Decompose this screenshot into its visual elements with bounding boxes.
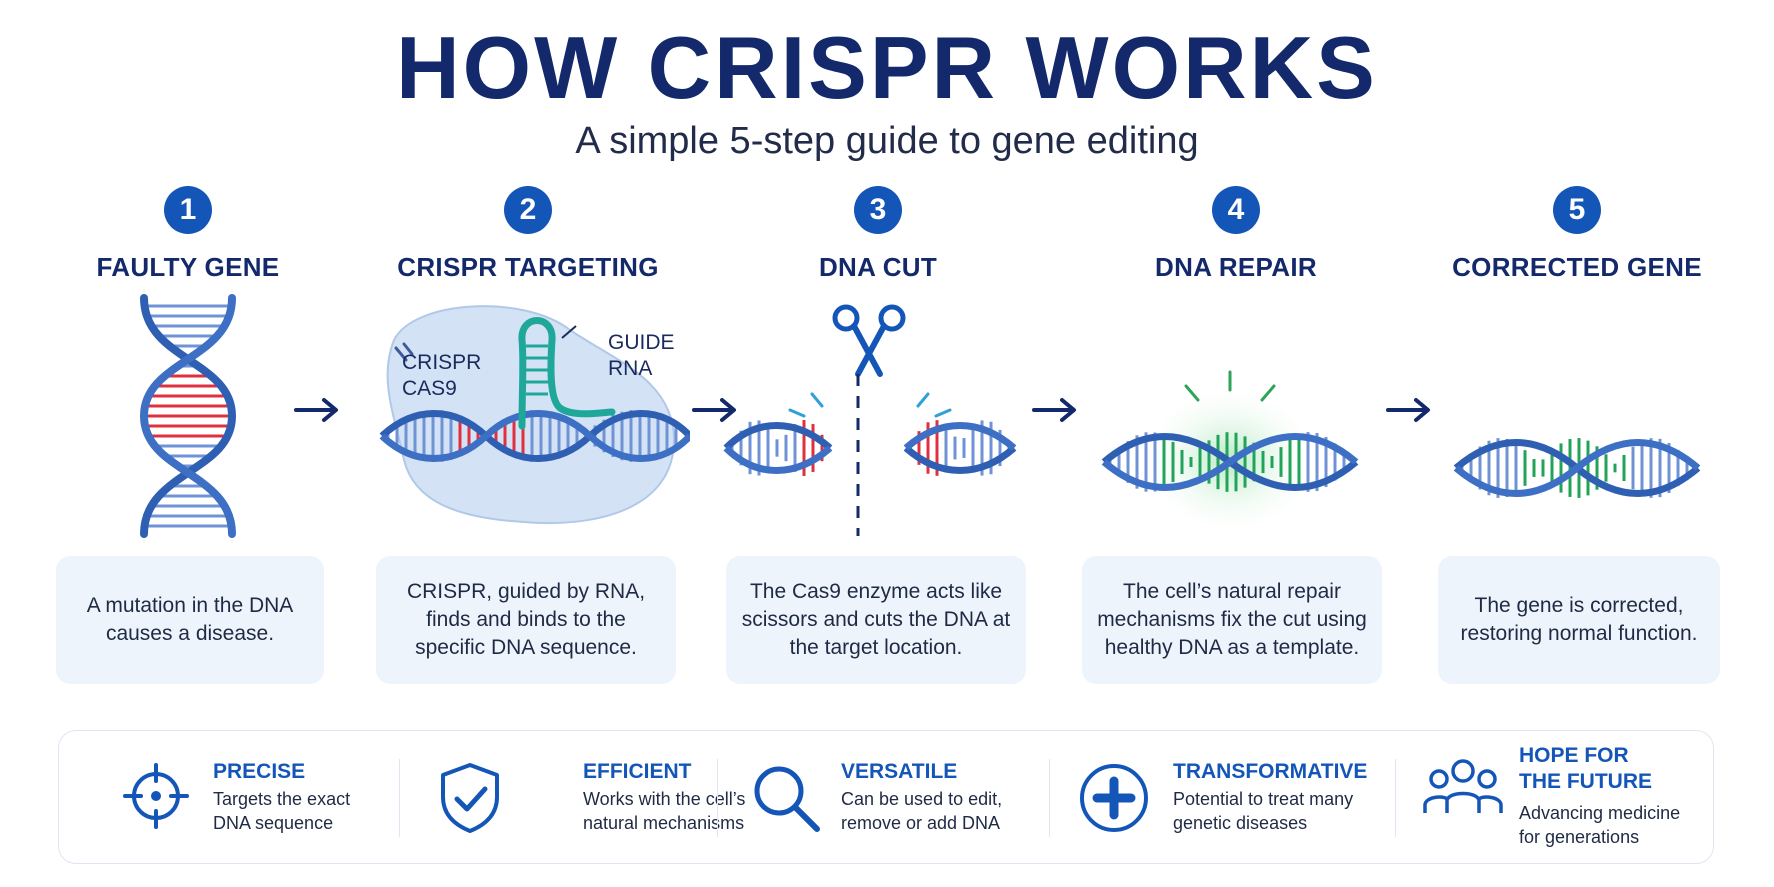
arrow-right-icon <box>692 398 736 422</box>
shield-check-icon <box>441 763 499 833</box>
divider <box>399 759 400 837</box>
arrow-right-icon <box>294 398 338 422</box>
step-title: DNA REPAIR <box>1155 252 1317 282</box>
benefit-title: EFFICIENT <box>583 760 692 783</box>
benefit-title: TRANSFORMATIVE <box>1173 760 1368 783</box>
magnifier-icon <box>754 766 820 832</box>
step-2-description: CRISPR, guided by RNA, finds and binds t… <box>376 556 676 684</box>
cas9-complex-icon <box>379 305 690 525</box>
step-title: CRISPR TARGETING <box>397 252 659 282</box>
corrected-dna-helix-icon <box>1453 438 1701 498</box>
page-subtitle: A simple 5-step guide to gene editing <box>575 120 1199 162</box>
repaired-dna-helix-icon <box>1101 370 1359 538</box>
benefits-bar: PRECISE Targets the exact DNA sequence E… <box>58 730 1714 864</box>
step-4: 4 DNA REPAIR <box>1086 186 1386 283</box>
people-icon <box>1423 759 1503 813</box>
benefit-description: Works with the cell’s natural mechanisms <box>583 789 746 833</box>
step-title: FAULTY GENE <box>96 252 280 282</box>
description-text: The Cas9 enzyme acts like scissors and c… <box>741 580 1011 659</box>
divider <box>1049 759 1050 837</box>
description-text: The gene is corrected, restoring normal … <box>1460 594 1698 645</box>
step-number-badge: 5 <box>1553 186 1601 234</box>
step-1: 1 FAULTY GENE <box>38 186 338 283</box>
step-title: DNA CUT <box>818 252 938 282</box>
description-text: The cell’s natural repair mechanisms fix… <box>1097 580 1367 659</box>
step-3: 3 DNA CUT <box>728 186 1028 283</box>
description-text: CRISPR, guided by RNA, finds and binds t… <box>406 580 646 659</box>
arrow-right-icon <box>1386 398 1430 422</box>
cut-dna-helix-icon <box>723 374 1017 536</box>
arrow-right-icon <box>1032 398 1076 422</box>
benefit-title: VERSATILE <box>841 760 958 783</box>
page-title: HOW CRISPR WORKS <box>396 18 1378 117</box>
benefit-title: HOPE FOR THE FUTURE <box>1519 744 1652 793</box>
step-5-description: The gene is corrected, restoring normal … <box>1438 556 1720 684</box>
step-2: 2 CRISPR TARGETING <box>378 186 678 283</box>
step-number-badge: 1 <box>164 186 212 234</box>
crosshair-icon <box>123 763 189 829</box>
step-1-description: A mutation in the DNA causes a disease. <box>56 556 324 684</box>
benefit-description: Can be used to edit, remove or add DNA <box>841 789 1003 833</box>
divider <box>1395 759 1396 837</box>
plus-circle-icon <box>1080 764 1148 832</box>
benefit-description: Potential to treat many genetic diseases <box>1173 789 1354 833</box>
benefit-title: PRECISE <box>213 760 306 783</box>
step-title: CORRECTED GENE <box>1452 252 1702 282</box>
scissors-icon <box>832 304 906 377</box>
cas9-label: CRISPR CAS9 <box>402 351 482 400</box>
divider <box>717 759 718 837</box>
description-text: A mutation in the DNA causes a disease. <box>86 594 294 645</box>
step-number-badge: 2 <box>504 186 552 234</box>
step-5: 5 CORRECTED GENE <box>1427 186 1727 283</box>
step-number-badge: 3 <box>854 186 902 234</box>
step-3-description: The Cas9 enzyme acts like scissors and c… <box>726 556 1026 684</box>
step-4-description: The cell’s natural repair mechanisms fix… <box>1082 556 1382 684</box>
faulty-dna-helix-icon <box>139 294 237 538</box>
step-number-badge: 4 <box>1212 186 1260 234</box>
benefit-description: Targets the exact DNA sequence <box>213 789 351 833</box>
guide-rna-label: GUIDE RNA <box>608 331 675 380</box>
benefit-description: Advancing medicine for generations <box>1519 803 1681 847</box>
